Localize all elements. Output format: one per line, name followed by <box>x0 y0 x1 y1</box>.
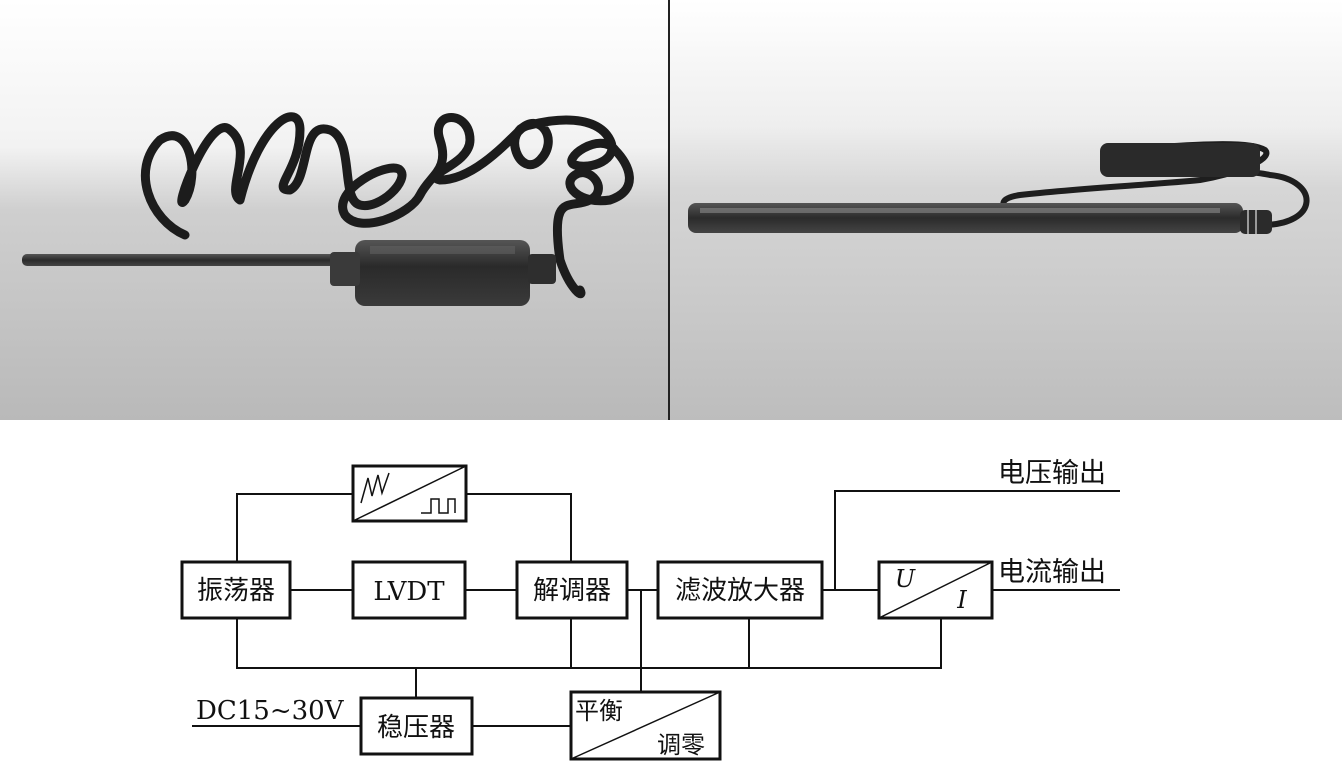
regulator-block <box>359 696 474 756</box>
demodulator-label: 解调器 <box>533 576 611 606</box>
converter-i-label: I <box>956 586 967 614</box>
wire-voltage-output <box>834 490 1120 590</box>
balance-label: 平衡 <box>575 697 623 725</box>
filter-amplifier-block <box>656 560 824 620</box>
lvdt-block <box>351 560 467 620</box>
block-diagram <box>180 464 1120 761</box>
power-input-label: DC15~30V <box>196 696 345 726</box>
square-wave-icon <box>421 498 456 514</box>
converter-u-label: U <box>895 565 916 593</box>
lvdt-label: LVDT <box>373 577 445 607</box>
zero-label: 调零 <box>657 731 705 759</box>
vi-converter-block <box>877 560 994 620</box>
oscillator-block <box>180 560 292 620</box>
regulator-label: 稳压器 <box>377 713 455 743</box>
filter-amplifier-label: 滤波放大器 <box>675 576 805 606</box>
balance-zero-block <box>569 690 722 761</box>
probe-rod <box>22 254 360 266</box>
long-rod <box>688 203 1243 233</box>
wire-osc-to-converter <box>236 493 353 562</box>
sensor-body <box>355 240 530 306</box>
current-output-label: 电流输出 <box>998 557 1106 588</box>
photo-right <box>670 0 1342 420</box>
wire-supply-bus <box>236 618 942 669</box>
photo-left <box>0 0 669 420</box>
triangle-wave-icon <box>360 472 390 504</box>
oscillator-label: 振荡器 <box>197 576 275 606</box>
waveform-converter-block <box>351 464 468 523</box>
demodulator-block <box>515 560 629 620</box>
wire-converter-to-demod <box>466 493 572 562</box>
coiled-cable <box>140 112 634 299</box>
voltage-output-label: 电压输出 <box>998 458 1106 489</box>
